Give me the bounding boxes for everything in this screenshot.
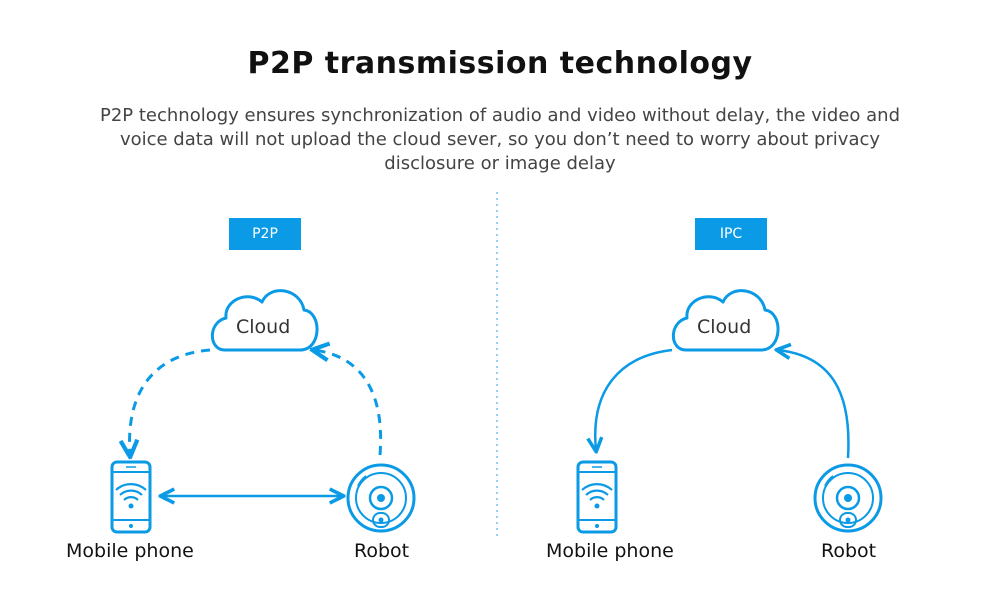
mobile-phone-label: Mobile phone — [546, 540, 674, 562]
robot-icon — [813, 463, 883, 533]
page-description: P2P technology ensures synchronization o… — [99, 105, 901, 174]
ipc-tag: IPC — [695, 218, 767, 250]
mobile-phone-icon — [576, 460, 618, 534]
mobile-phone-icon — [110, 460, 152, 534]
p2p-panel — [110, 289, 416, 534]
mobile-phone-label: Mobile phone — [66, 540, 194, 562]
robot-label: Robot — [354, 540, 410, 562]
cloud-icon — [671, 289, 780, 352]
robot-label: Robot — [821, 540, 877, 562]
robot-to-cloud-dashed-arrow — [314, 350, 383, 456]
cloud-to-phone-arrow — [595, 348, 673, 450]
cloud-label: Cloud — [697, 316, 752, 338]
cloud-to-phone-dashed-arrow — [130, 348, 211, 455]
robot-icon — [346, 463, 416, 533]
cloud-label: Cloud — [236, 316, 291, 338]
p2p-tag: P2P — [229, 218, 301, 250]
page-title: P2P transmission technology — [247, 46, 753, 81]
ipc-panel — [576, 289, 883, 534]
robot-to-cloud-arrow — [778, 350, 850, 459]
cloud-icon — [210, 289, 319, 352]
